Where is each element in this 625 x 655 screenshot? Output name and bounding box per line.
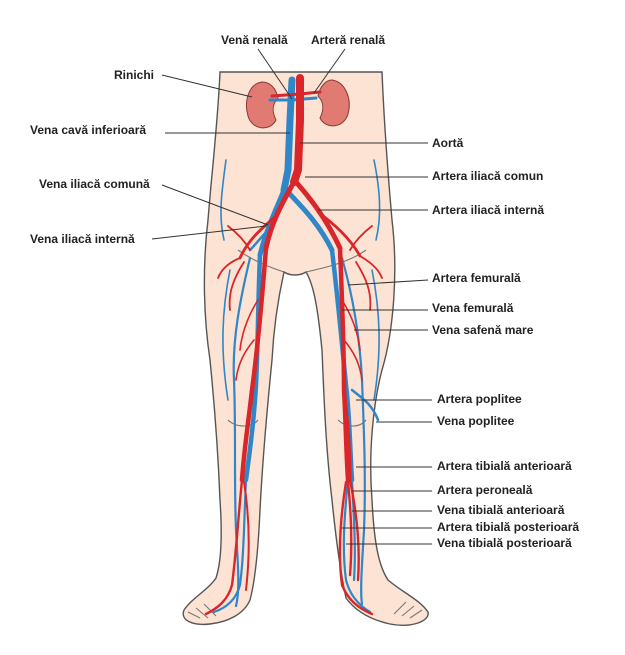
toes-left	[187, 603, 217, 619]
kidneys	[246, 79, 350, 129]
label-artera-peroneala: Artera peroneală	[437, 483, 533, 497]
label-vena-femurala: Vena femurală	[432, 301, 514, 315]
leader-artera-femurala	[347, 279, 429, 286]
vena-femurala-left	[243, 252, 263, 483]
superficial-vein-left-hip	[220, 159, 227, 241]
superficial-vein-right-hip	[373, 159, 381, 241]
artera-iliaca-interna	[316, 210, 362, 258]
kidney-left	[246, 81, 279, 129]
label-artera-iliaca-comun: Artera iliacă comun	[432, 169, 544, 183]
vena-iliaca-interna	[248, 226, 272, 252]
leader-artera-renala	[313, 48, 346, 94]
label-artera-renala: Arteră renală	[311, 33, 386, 47]
artera-renala	[270, 90, 322, 98]
label-vena-tibiala-posterioara: Vena tibială posterioară	[437, 536, 572, 550]
leader-vena-renala	[257, 48, 293, 100]
vena-renala	[268, 96, 318, 102]
label-vena-safena-mare: Vena safenă mare	[432, 323, 534, 337]
label-vena-renala: Venă renală	[221, 33, 288, 47]
artery-branches-right-hip	[349, 225, 383, 311]
vena-poplitee	[350, 388, 380, 422]
artera-tibiala-left	[204, 478, 244, 616]
leader-rinichi	[161, 74, 253, 98]
label-vena-iliaca-interna: Vena iliacă internă	[30, 232, 135, 246]
artera-tibiala-posterioara	[338, 480, 374, 616]
label-artera-femurala: Artera femurală	[432, 271, 521, 285]
leader-lines	[151, 48, 432, 545]
artery-branches-left-thigh	[235, 299, 259, 381]
vena-safena-mare	[340, 256, 366, 606]
label-vena-iliaca-comuna: Vena iliacă comună	[39, 177, 150, 191]
artery-branches-left-hip	[217, 225, 251, 311]
body-silhouette	[182, 71, 429, 626]
artera-tibiala-left-2	[243, 481, 250, 591]
kidney-right	[317, 79, 350, 127]
label-artera-iliaca-interna: Artera iliacă internă	[432, 203, 545, 217]
leader-vena-iliaca-interna	[151, 225, 267, 240]
artera-femurala	[337, 245, 351, 483]
vena-tibiala-posterioara	[342, 478, 372, 614]
label-artera-tibiala-posterioara: Artera tibială posterioară	[437, 520, 580, 534]
knee-left	[227, 419, 259, 427]
label-vena-tibiala-anterioara: Vena tibială anterioară	[437, 503, 565, 517]
toes-right	[393, 601, 423, 619]
lateral-vein-left-thigh	[222, 269, 231, 401]
artera-peroneala	[346, 480, 353, 577]
label-vena-poplitee: Vena poplitee	[437, 414, 515, 428]
leader-vena-iliaca-comuna	[161, 184, 269, 226]
label-aorta: Aortă	[432, 136, 464, 150]
arteries	[204, 74, 383, 616]
artera-poplitee	[342, 390, 352, 482]
artera-iliaca-interna-left	[238, 214, 278, 260]
groin-fold-right	[305, 249, 367, 273]
vena-safena-mare-left	[232, 256, 252, 608]
artera-femurala-left	[239, 245, 269, 483]
label-artera-poplitee: Artera poplitee	[437, 392, 522, 406]
artery-branches-right-thigh	[341, 299, 363, 381]
label-vena-cava-inferioara: Vena cavă inferioară	[30, 123, 147, 137]
label-artera-tibiala-anterioara: Artera tibială anterioară	[437, 459, 572, 473]
vena-tibiala-left	[212, 478, 248, 614]
torso-and-legs	[182, 71, 429, 626]
artera-iliaca-comun-left	[263, 179, 297, 251]
aorta	[290, 74, 304, 186]
label-rinichi: Rinichi	[114, 68, 155, 82]
artera-tibiala-anterioara	[348, 478, 360, 582]
